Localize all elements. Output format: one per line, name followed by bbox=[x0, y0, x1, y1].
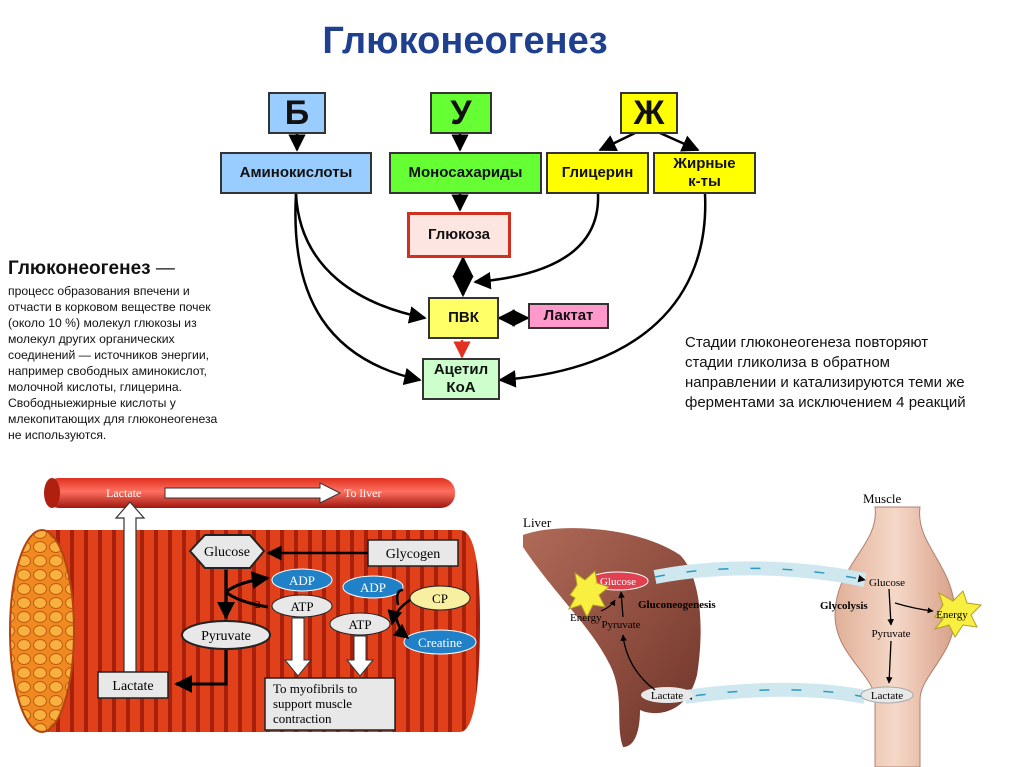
stages-line: направлении и катализируются теми же bbox=[685, 374, 965, 391]
lactate-vessel-label: Lactate bbox=[106, 486, 141, 500]
myofibrils-line: support muscle bbox=[273, 696, 352, 711]
muscle-label: Muscle bbox=[863, 491, 902, 506]
energy-left-label: Energy bbox=[570, 612, 602, 624]
stages-text: Стадии глюконеогенеза повторяют стадии г… bbox=[685, 333, 1020, 413]
stages-line: ферментами за исключением 4 реакций bbox=[685, 394, 966, 411]
glycerol-box: Глицерин bbox=[546, 152, 649, 194]
definition-term: Глюконеогенез bbox=[8, 258, 151, 279]
definition-line: процесс образования впечени и bbox=[8, 284, 190, 298]
pyruvate-ellipse bbox=[181, 620, 271, 650]
glucose-label: Glucose bbox=[204, 545, 250, 560]
to-liver-arrow bbox=[164, 482, 342, 504]
fatty-line2: к-ты bbox=[688, 173, 721, 190]
lactate-cell-box bbox=[97, 671, 169, 699]
to-liver-label: To liver bbox=[344, 486, 381, 500]
cp-ellipse bbox=[409, 585, 471, 611]
glycogen-label: Glycogen bbox=[386, 547, 440, 562]
adp-ellipse-1 bbox=[271, 568, 333, 592]
definition-dash: — bbox=[155, 258, 175, 279]
creatine-ellipse bbox=[403, 629, 477, 655]
myofibrils-line: To myofibrils to bbox=[273, 681, 357, 696]
definition-text: процесс образования впечени и отчасти в … bbox=[8, 283, 278, 443]
acetyl-line1: Ацетил bbox=[433, 361, 489, 378]
definition-line: например свободных аминокислот, bbox=[8, 364, 207, 378]
liver-lactate-label: Lactate bbox=[651, 690, 683, 702]
energy-burst-left bbox=[567, 570, 611, 619]
liver-shape bbox=[523, 528, 701, 747]
liver-glucose-label: Glucose bbox=[600, 576, 636, 588]
adp-label-2: ADP bbox=[360, 580, 386, 595]
pvk-box: ПВК bbox=[428, 297, 499, 339]
page-title: Глюконеогенез bbox=[322, 20, 608, 62]
definition-line: (около 10 %) молекул глюкозы из bbox=[8, 316, 197, 330]
glucose-box: Глюкоза bbox=[407, 212, 511, 258]
glycolysis-label: Glycolysis bbox=[820, 600, 868, 612]
muscle-pyruvate-label: Pyruvate bbox=[871, 628, 910, 640]
fiber-cross-section bbox=[9, 529, 75, 733]
definition-line: молекул других органических bbox=[8, 332, 175, 346]
muscle-lactate-ellipse bbox=[860, 686, 914, 704]
definition-line: млекопитающих для глюконеогенеза bbox=[8, 412, 218, 426]
adp-ellipse-2 bbox=[342, 575, 404, 599]
acetyl-coa-box: Ацетил КоА bbox=[422, 358, 500, 400]
glycogen-box bbox=[367, 539, 459, 567]
lactate-box: Лактат bbox=[528, 303, 609, 329]
gluconeogenesis-label: Gluconeogenesis bbox=[638, 599, 716, 611]
atp-label-2: ATP bbox=[348, 617, 371, 632]
amino-acids-box: Аминокислоты bbox=[220, 152, 372, 194]
atp-down-arrow-2 bbox=[345, 635, 375, 677]
atp-label-1: ATP bbox=[290, 599, 313, 614]
definition-line: Свободныежирные кислоты у bbox=[8, 396, 176, 410]
cp-label: CP bbox=[432, 591, 448, 606]
muscle-lactate-label: Lactate bbox=[871, 690, 903, 702]
adp-label-1: ADP bbox=[289, 573, 315, 588]
liver-lactate-ellipse bbox=[641, 687, 693, 703]
energy-right-label: Energy bbox=[936, 609, 968, 621]
definition-line: молочной кислоты, глицерина. bbox=[8, 380, 183, 394]
definition-line: отчасти в корковом веществе почек bbox=[8, 300, 211, 314]
letter-b-box: Б bbox=[268, 92, 326, 134]
fatty-line1: Жирные bbox=[673, 155, 736, 172]
myofibrils-line: contraction bbox=[273, 711, 332, 726]
definition-line: соединений — источников энергии, bbox=[8, 348, 210, 362]
letter-zh-box: Ж bbox=[620, 92, 678, 134]
cori-cycle-diagram: Liver Muscle Glucose Gluconeogenesis Pyr… bbox=[523, 491, 983, 767]
letter-u-box: У bbox=[430, 92, 492, 134]
myofibrils-box bbox=[264, 677, 396, 731]
fatty-acids-box: Жирные к-ты bbox=[653, 152, 756, 194]
muscle-cell-diagram: Lactate To liver Glucose Glycogen 2 2 AD… bbox=[9, 478, 480, 733]
atp-count: 2 bbox=[255, 599, 261, 611]
definition-line: не используются. bbox=[8, 428, 107, 442]
energy-burst-right bbox=[933, 590, 983, 638]
stages-line: Стадии глюконеогенеза повторяют bbox=[685, 334, 929, 351]
atp-down-arrow-1 bbox=[283, 617, 313, 677]
liver-pyruvate-label: Pyruvate bbox=[601, 619, 640, 631]
pyruvate-label: Pyruvate bbox=[201, 629, 251, 644]
acetyl-line2: КоА bbox=[446, 379, 476, 396]
adp-count: 2 bbox=[255, 573, 261, 585]
lactate-up-arrow bbox=[114, 501, 146, 676]
liver-label: Liver bbox=[523, 515, 552, 530]
lactate-cell-label: Lactate bbox=[112, 679, 153, 694]
definition-title: Глюконеогенез — bbox=[8, 258, 175, 280]
stages-line: стадии гликолиза в обратном bbox=[685, 354, 890, 371]
glucose-hexagon bbox=[188, 534, 266, 569]
muscle-glucose-label: Glucose bbox=[869, 577, 905, 589]
creatine-label: Creatine bbox=[418, 635, 462, 650]
monosaccharides-box: Моносахариды bbox=[389, 152, 542, 194]
atp-ellipse-1 bbox=[271, 594, 333, 618]
